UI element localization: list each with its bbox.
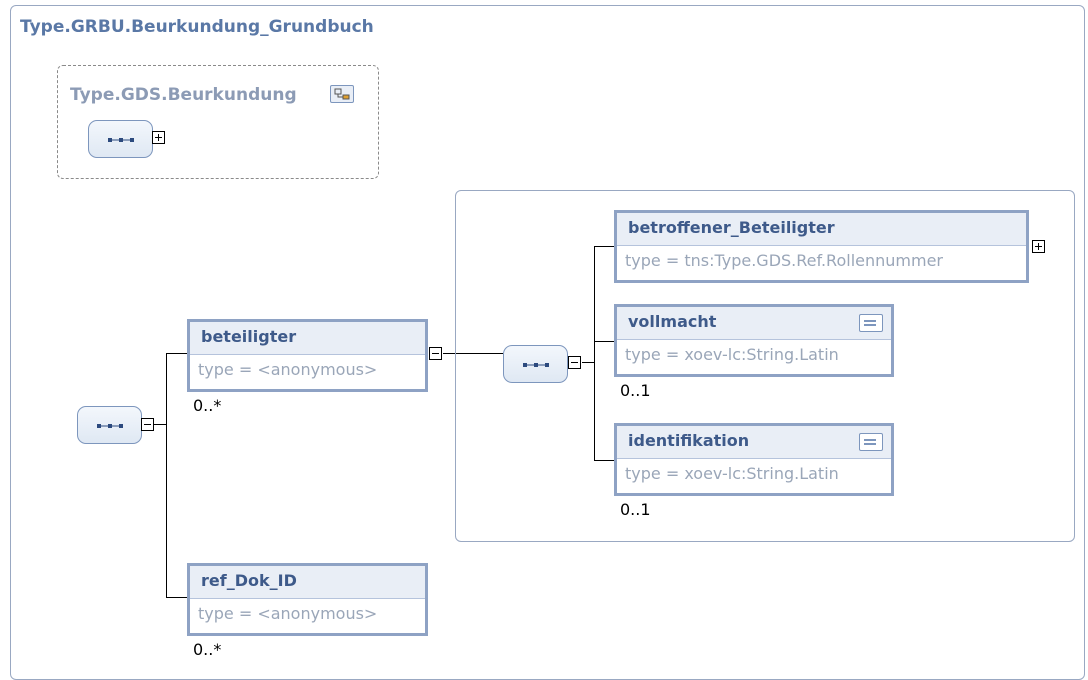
element-type: type = <anonymous> — [198, 360, 378, 379]
element-header — [617, 426, 891, 459]
element-beteiligter[interactable]: beteiligter type = <anonymous> — [187, 319, 428, 392]
connector-line — [166, 597, 187, 598]
cardinality-label: 0..1 — [620, 500, 651, 519]
documentation-icon — [859, 314, 883, 332]
element-type: type = xoev-lc:String.Latin — [625, 464, 839, 483]
element-betroffener-beteiligter[interactable]: betroffener_Beteiligter type = tns:Type.… — [614, 210, 1029, 283]
plus-expander-icon[interactable] — [1032, 240, 1045, 253]
element-identifikation[interactable]: identifikation type = xoev-lc:String.Lat… — [614, 423, 894, 496]
connector-line — [594, 460, 614, 461]
sequence-compositor-icon[interactable] — [77, 406, 142, 444]
cardinality-label: 0..* — [193, 640, 222, 659]
connector-line — [166, 353, 187, 354]
extension-base-title[interactable]: Type.GDS.Beurkundung — [70, 85, 297, 105]
element-name: betroffener_Beteiligter — [628, 218, 835, 237]
element-ref-dok-id[interactable]: ref_Dok_ID type = <anonymous> — [187, 563, 428, 636]
element-header — [617, 307, 891, 340]
documentation-icon — [859, 433, 883, 451]
sequence-compositor-icon[interactable] — [503, 345, 568, 383]
minus-collapser-icon[interactable] — [568, 356, 581, 369]
element-type: type = <anonymous> — [198, 604, 378, 623]
element-vollmacht[interactable]: vollmacht type = xoev-lc:String.Latin — [614, 304, 894, 377]
element-name: vollmacht — [628, 312, 717, 331]
cardinality-label: 0..1 — [620, 381, 651, 400]
element-name: ref_Dok_ID — [201, 571, 297, 590]
element-type: type = tns:Type.GDS.Ref.Rollennummer — [625, 251, 943, 270]
connector-line — [154, 424, 167, 425]
element-type: type = xoev-lc:String.Latin — [625, 345, 839, 364]
connector-line — [594, 246, 614, 247]
element-name: beteiligter — [201, 327, 297, 346]
element-header — [190, 322, 425, 355]
complex-type-title: Type.GRBU.Beurkundung_Grundbuch — [20, 17, 374, 37]
element-name: identifikation — [628, 431, 750, 450]
connector-line — [594, 341, 614, 342]
sequence-compositor-icon[interactable] — [88, 120, 153, 158]
connector-line — [582, 362, 595, 363]
minus-collapser-icon[interactable] — [141, 418, 154, 431]
minus-collapser-icon[interactable] — [429, 347, 442, 360]
plus-expander-icon[interactable] — [152, 131, 165, 144]
connector-line — [594, 246, 595, 461]
type-extension-icon — [330, 85, 354, 103]
cardinality-label: 0..* — [193, 396, 222, 415]
connector-line — [443, 353, 503, 354]
extension-base-frame — [57, 65, 379, 179]
anonymous-type-frame — [455, 190, 1075, 542]
element-header — [617, 213, 1026, 246]
element-header — [190, 566, 425, 599]
connector-line — [166, 353, 167, 597]
